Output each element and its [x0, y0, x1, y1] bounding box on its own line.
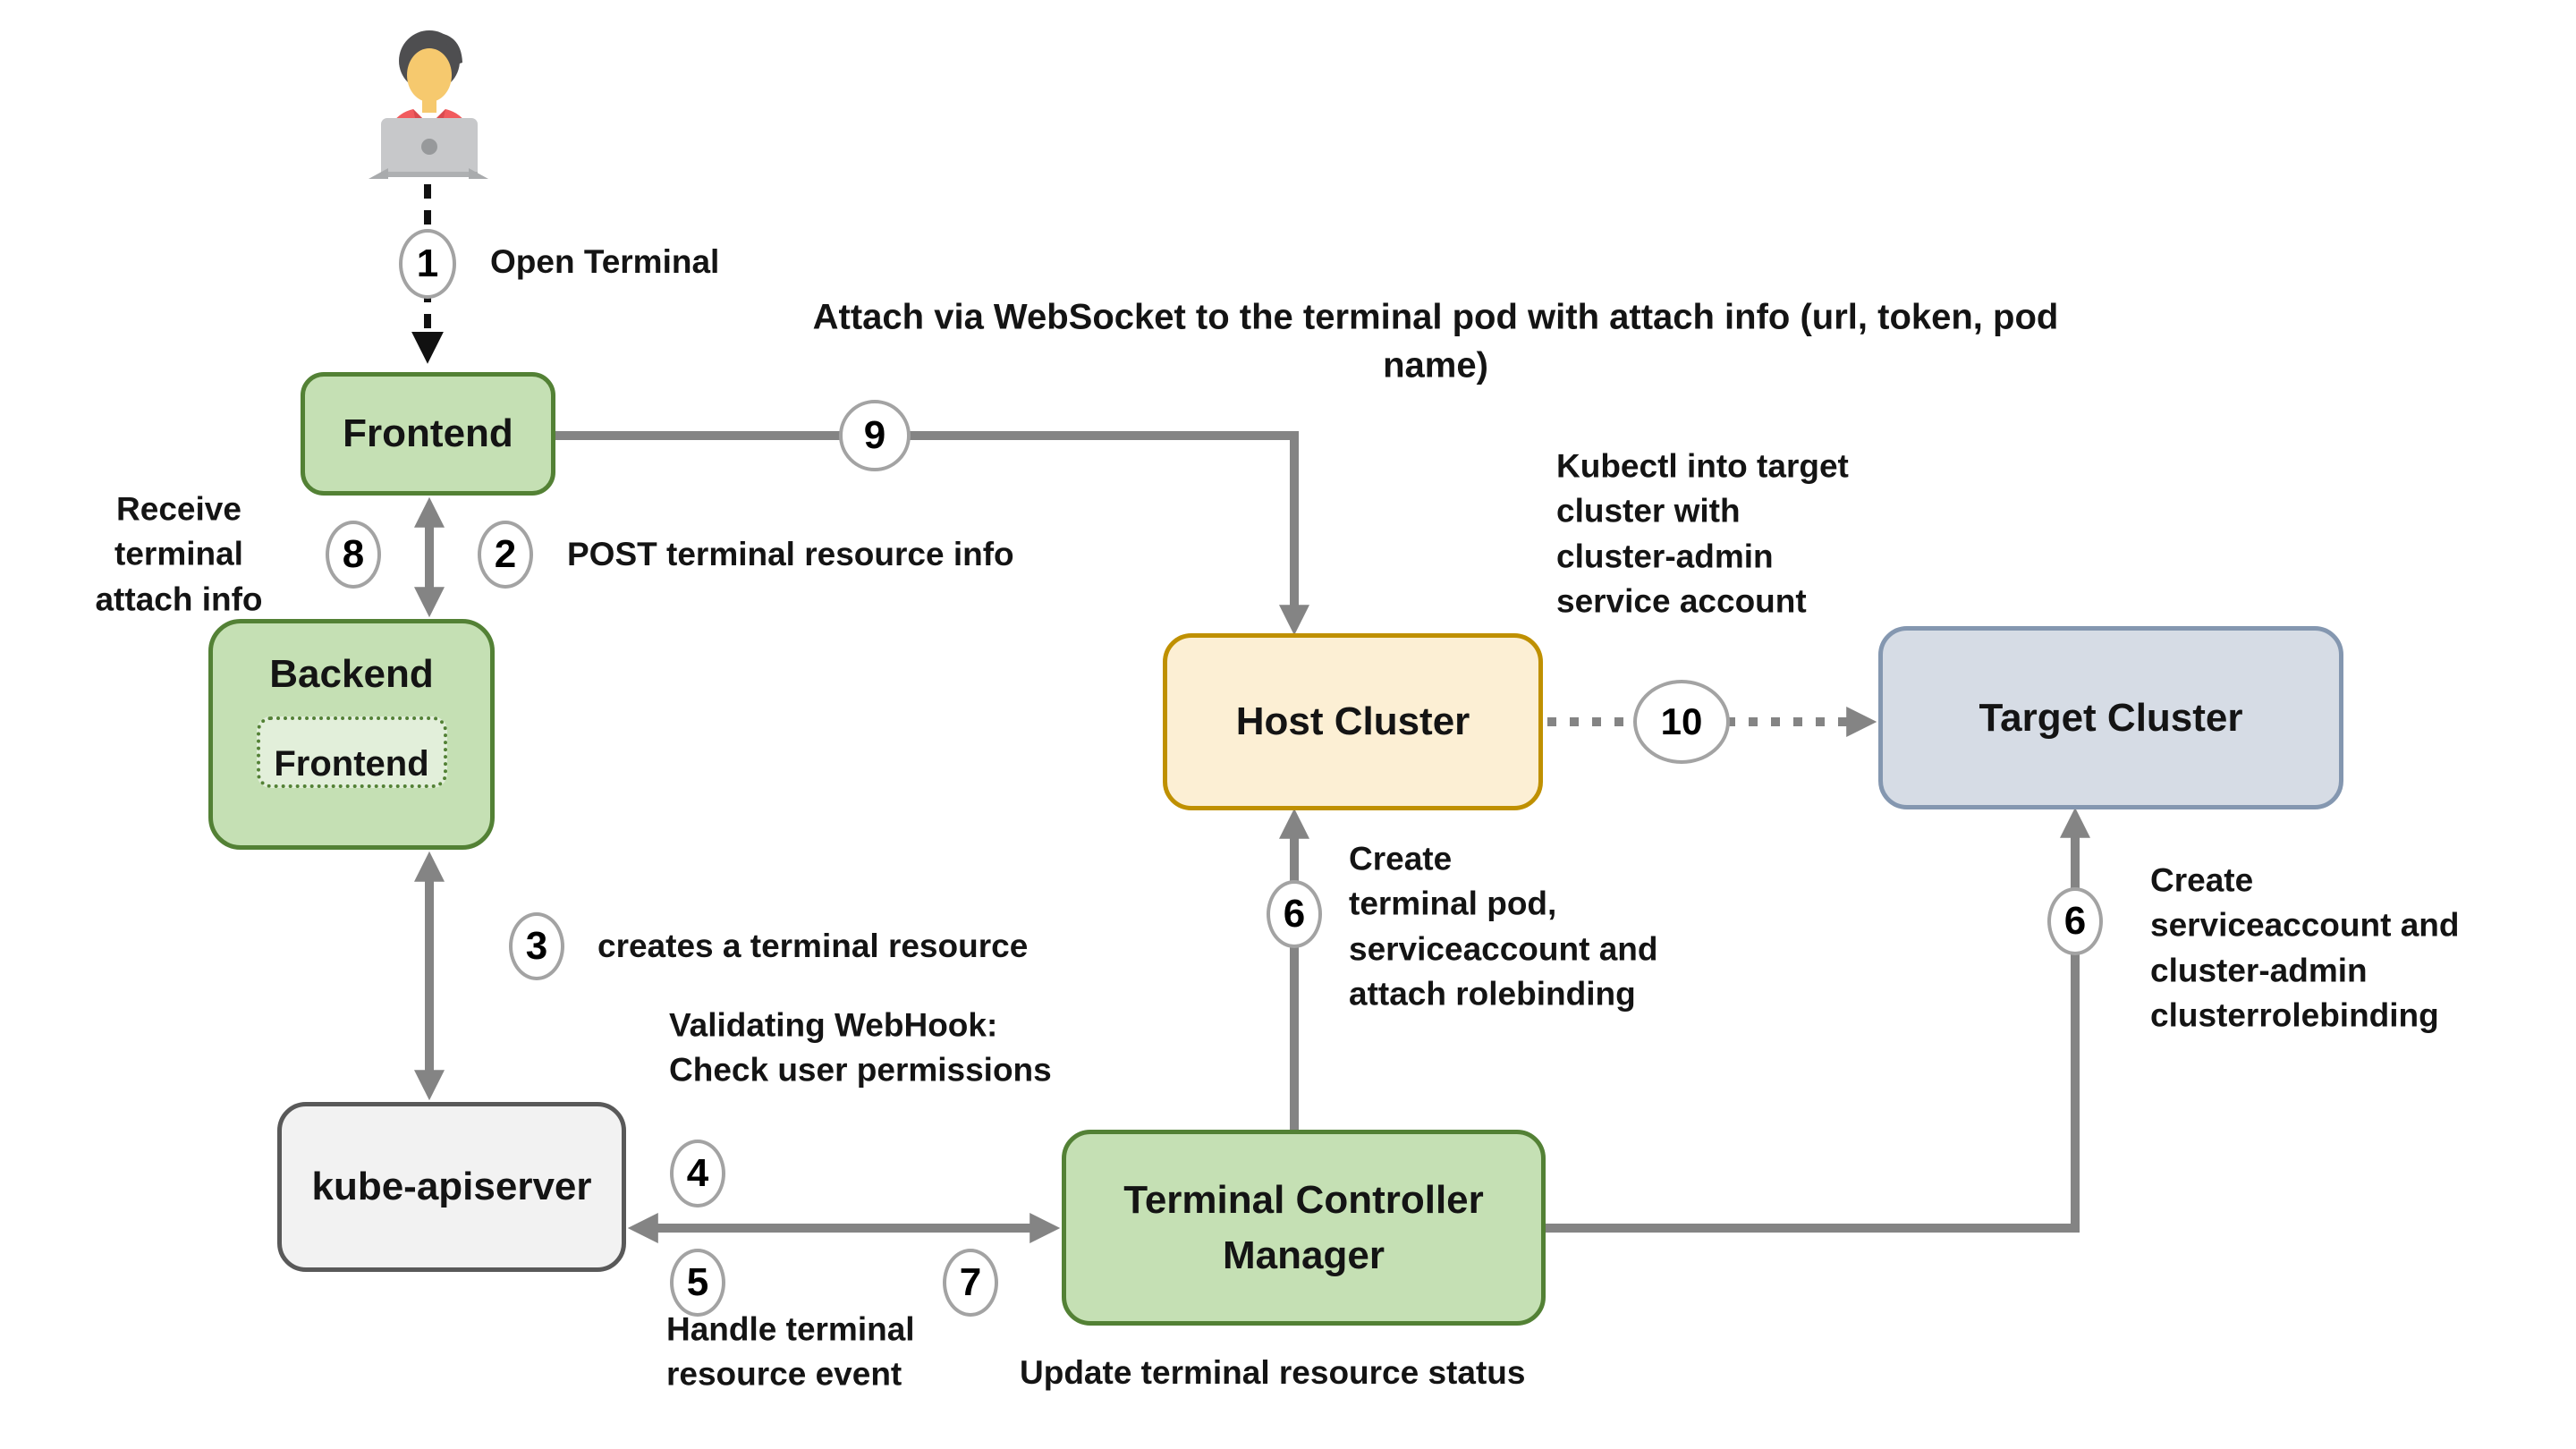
node-backend-label: Backend [269, 652, 434, 696]
node-frontend: Frontend [301, 372, 555, 496]
node-host-cluster-label: Host Cluster [1235, 699, 1470, 744]
badge-step-3: 3 [509, 912, 564, 980]
node-backend-inner-frontend: Frontend [256, 716, 447, 788]
badge-step-6-target: 6 [2047, 887, 2103, 955]
note-validating-webhook: Validating WebHook: Check user permissio… [669, 1006, 1052, 1089]
node-kube-apiserver-label: kube-apiserver [311, 1165, 592, 1209]
node-terminal-controller-manager: Terminal Controller Manager [1062, 1130, 1546, 1326]
note-post-terminal-resource-info: POST terminal resource info [567, 535, 1014, 572]
note-update-terminal-resource-status: Update terminal resource status [1020, 1353, 1526, 1391]
node-target-cluster-label: Target Cluster [1979, 695, 2243, 740]
node-frontend-label: Frontend [343, 411, 513, 456]
badge-step-10: 10 [1633, 680, 1730, 764]
connector-frontend-host-cluster [555, 431, 1310, 636]
note-create-serviceaccount: Create serviceaccount and cluster-admin … [2150, 861, 2460, 1034]
node-kube-apiserver: kube-apiserver [277, 1102, 626, 1272]
note-open-terminal: Open Terminal [490, 242, 720, 280]
note-creates-terminal-resource: creates a terminal resource [597, 927, 1029, 964]
node-target-cluster: Target Cluster [1878, 626, 2343, 809]
badge-step-7: 7 [943, 1249, 998, 1317]
badge-step-8: 8 [326, 521, 381, 589]
node-host-cluster: Host Cluster [1163, 633, 1543, 810]
note-receive-terminal-attach-info: Receive terminal attach info [95, 490, 263, 618]
node-backend-inner-label: Frontend [274, 743, 429, 784]
badge-step-2: 2 [478, 521, 533, 589]
badge-step-5: 5 [670, 1249, 725, 1317]
badge-step-9: 9 [839, 400, 911, 471]
note-handle-terminal-resource-event: Handle terminal resource event [666, 1310, 915, 1393]
note-attach-websocket: Attach via WebSocket to the terminal pod… [812, 297, 2059, 386]
user-icon [369, 30, 488, 179]
badge-step-1: 1 [399, 229, 456, 299]
node-terminal-controller-manager-label: Terminal Controller Manager [1123, 1177, 1484, 1277]
badge-step-4: 4 [670, 1140, 725, 1208]
note-create-terminal-pod: Create terminal pod, serviceaccount and … [1349, 840, 1658, 1013]
note-kubectl-into-target-cluster: Kubectl into target cluster with cluster… [1556, 447, 1849, 620]
badge-step-6-host: 6 [1267, 880, 1322, 948]
node-backend: Backend Frontend [208, 619, 495, 850]
